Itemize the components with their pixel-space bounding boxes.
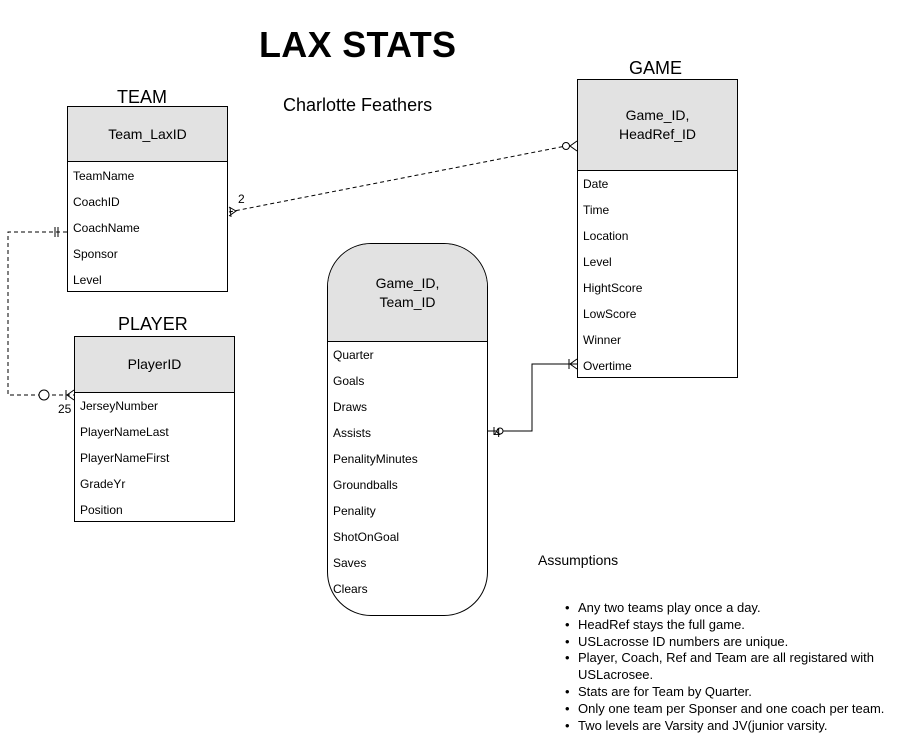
team-game-crowfoot (228, 206, 237, 217)
game-field: Location (583, 229, 629, 243)
player-field: Position (80, 503, 123, 517)
team-game-connector (228, 145, 567, 213)
assumption-item: HeadRef stays the full game. (562, 617, 914, 634)
stats-field: Saves (333, 556, 367, 570)
assumption-item: USLacrosse ID numbers are unique. (562, 634, 914, 651)
game-key-line2: HeadRef_ID (618, 126, 697, 142)
player-field: GradeYr (80, 477, 126, 491)
team-game-circle (562, 142, 570, 150)
player-crowfoot (65, 389, 75, 401)
stats-game-cardinality: 4 (494, 426, 501, 440)
stats-field: ShotOnGoal (333, 530, 400, 544)
stats-field: Goals (333, 374, 365, 388)
game-entity-title: GAME (629, 58, 683, 78)
team-field: CoachName (73, 221, 140, 235)
team-field: CoachID (73, 195, 120, 209)
game-field: Overtime (583, 359, 632, 373)
player-entity[interactable]: PlayerID JerseyNumber PlayerNameLast Pla… (74, 336, 235, 522)
stats-field: Penality (333, 504, 376, 518)
stats-field: Draws (333, 400, 368, 414)
game-primary-key: Game_ID, HeadRef_ID (578, 80, 737, 171)
stats-primary-key: Game_ID, Team_ID (328, 244, 487, 342)
game-entity[interactable]: Game_ID, HeadRef_ID Date Time Location L… (577, 79, 738, 378)
game-key-line1: Game_ID, (625, 107, 690, 123)
player-field: PlayerNameLast (80, 425, 169, 439)
game-field: Level (583, 255, 612, 269)
stats-field: Quarter (333, 348, 374, 362)
team-field: TeamName (73, 169, 135, 183)
stats-field: Groundballs (333, 478, 398, 492)
team-primary-key: Team_LaxID (68, 107, 227, 162)
stats-field: Assists (333, 426, 372, 440)
player-field: PlayerNameFirst (80, 451, 170, 465)
player-zero-circle (38, 389, 50, 401)
team-field: Sponsor (73, 247, 118, 261)
team-one-mark (54, 227, 59, 237)
game-team-crowfoot (569, 140, 578, 152)
assumptions-list: Any two teams play once a day. HeadRef s… (562, 600, 914, 734)
stats-entity[interactable]: Game_ID, Team_ID Quarter Goals Draws Ass… (327, 243, 488, 616)
assumption-item: Two levels are Varsity and JV(junior var… (562, 718, 914, 735)
player-primary-key: PlayerID (75, 337, 234, 393)
player-entity-title: PLAYER (118, 314, 188, 334)
team-game-cardinality: 2 (238, 192, 245, 206)
assumption-item: Only one team per Sponser and one coach … (562, 701, 914, 718)
team-entity[interactable]: Team_LaxID TeamName CoachID CoachName Sp… (67, 106, 228, 292)
assumption-item: Stats are for Team by Quarter. (562, 684, 914, 701)
stats-field: Clears (333, 582, 368, 596)
game-field: LowScore (583, 307, 637, 321)
team-field: Level (73, 273, 102, 287)
game-field: HightScore (583, 281, 643, 295)
diagram-subtitle: Charlotte Feathers (283, 95, 433, 115)
team-game-bar (229, 206, 232, 218)
game-field: Date (583, 177, 609, 191)
assumption-item: Player, Coach, Ref and Team are all regi… (562, 650, 914, 684)
team-player-cardinality: 25 (58, 402, 72, 416)
stats-field: PenalityMinutes (333, 452, 418, 466)
player-key-text: PlayerID (127, 356, 182, 372)
stats-game-circle (496, 427, 504, 435)
game-stats-crowfoot (568, 358, 578, 370)
game-field: Winner (583, 333, 622, 347)
player-field: JerseyNumber (80, 399, 159, 413)
team-player-connector (7, 231, 74, 396)
diagram-title: LAX STATS (259, 24, 457, 65)
stats-game-connector (488, 363, 577, 432)
team-key-text: Team_LaxID (108, 125, 187, 142)
assumptions-title: Assumptions (538, 552, 619, 568)
team-entity-title: TEAM (117, 87, 168, 107)
stats-key-line1: Game_ID, (375, 274, 440, 291)
assumption-item: Any two teams play once a day. (562, 600, 914, 617)
stats-key-line2: Team_ID (379, 293, 436, 310)
game-field: Time (583, 203, 610, 217)
